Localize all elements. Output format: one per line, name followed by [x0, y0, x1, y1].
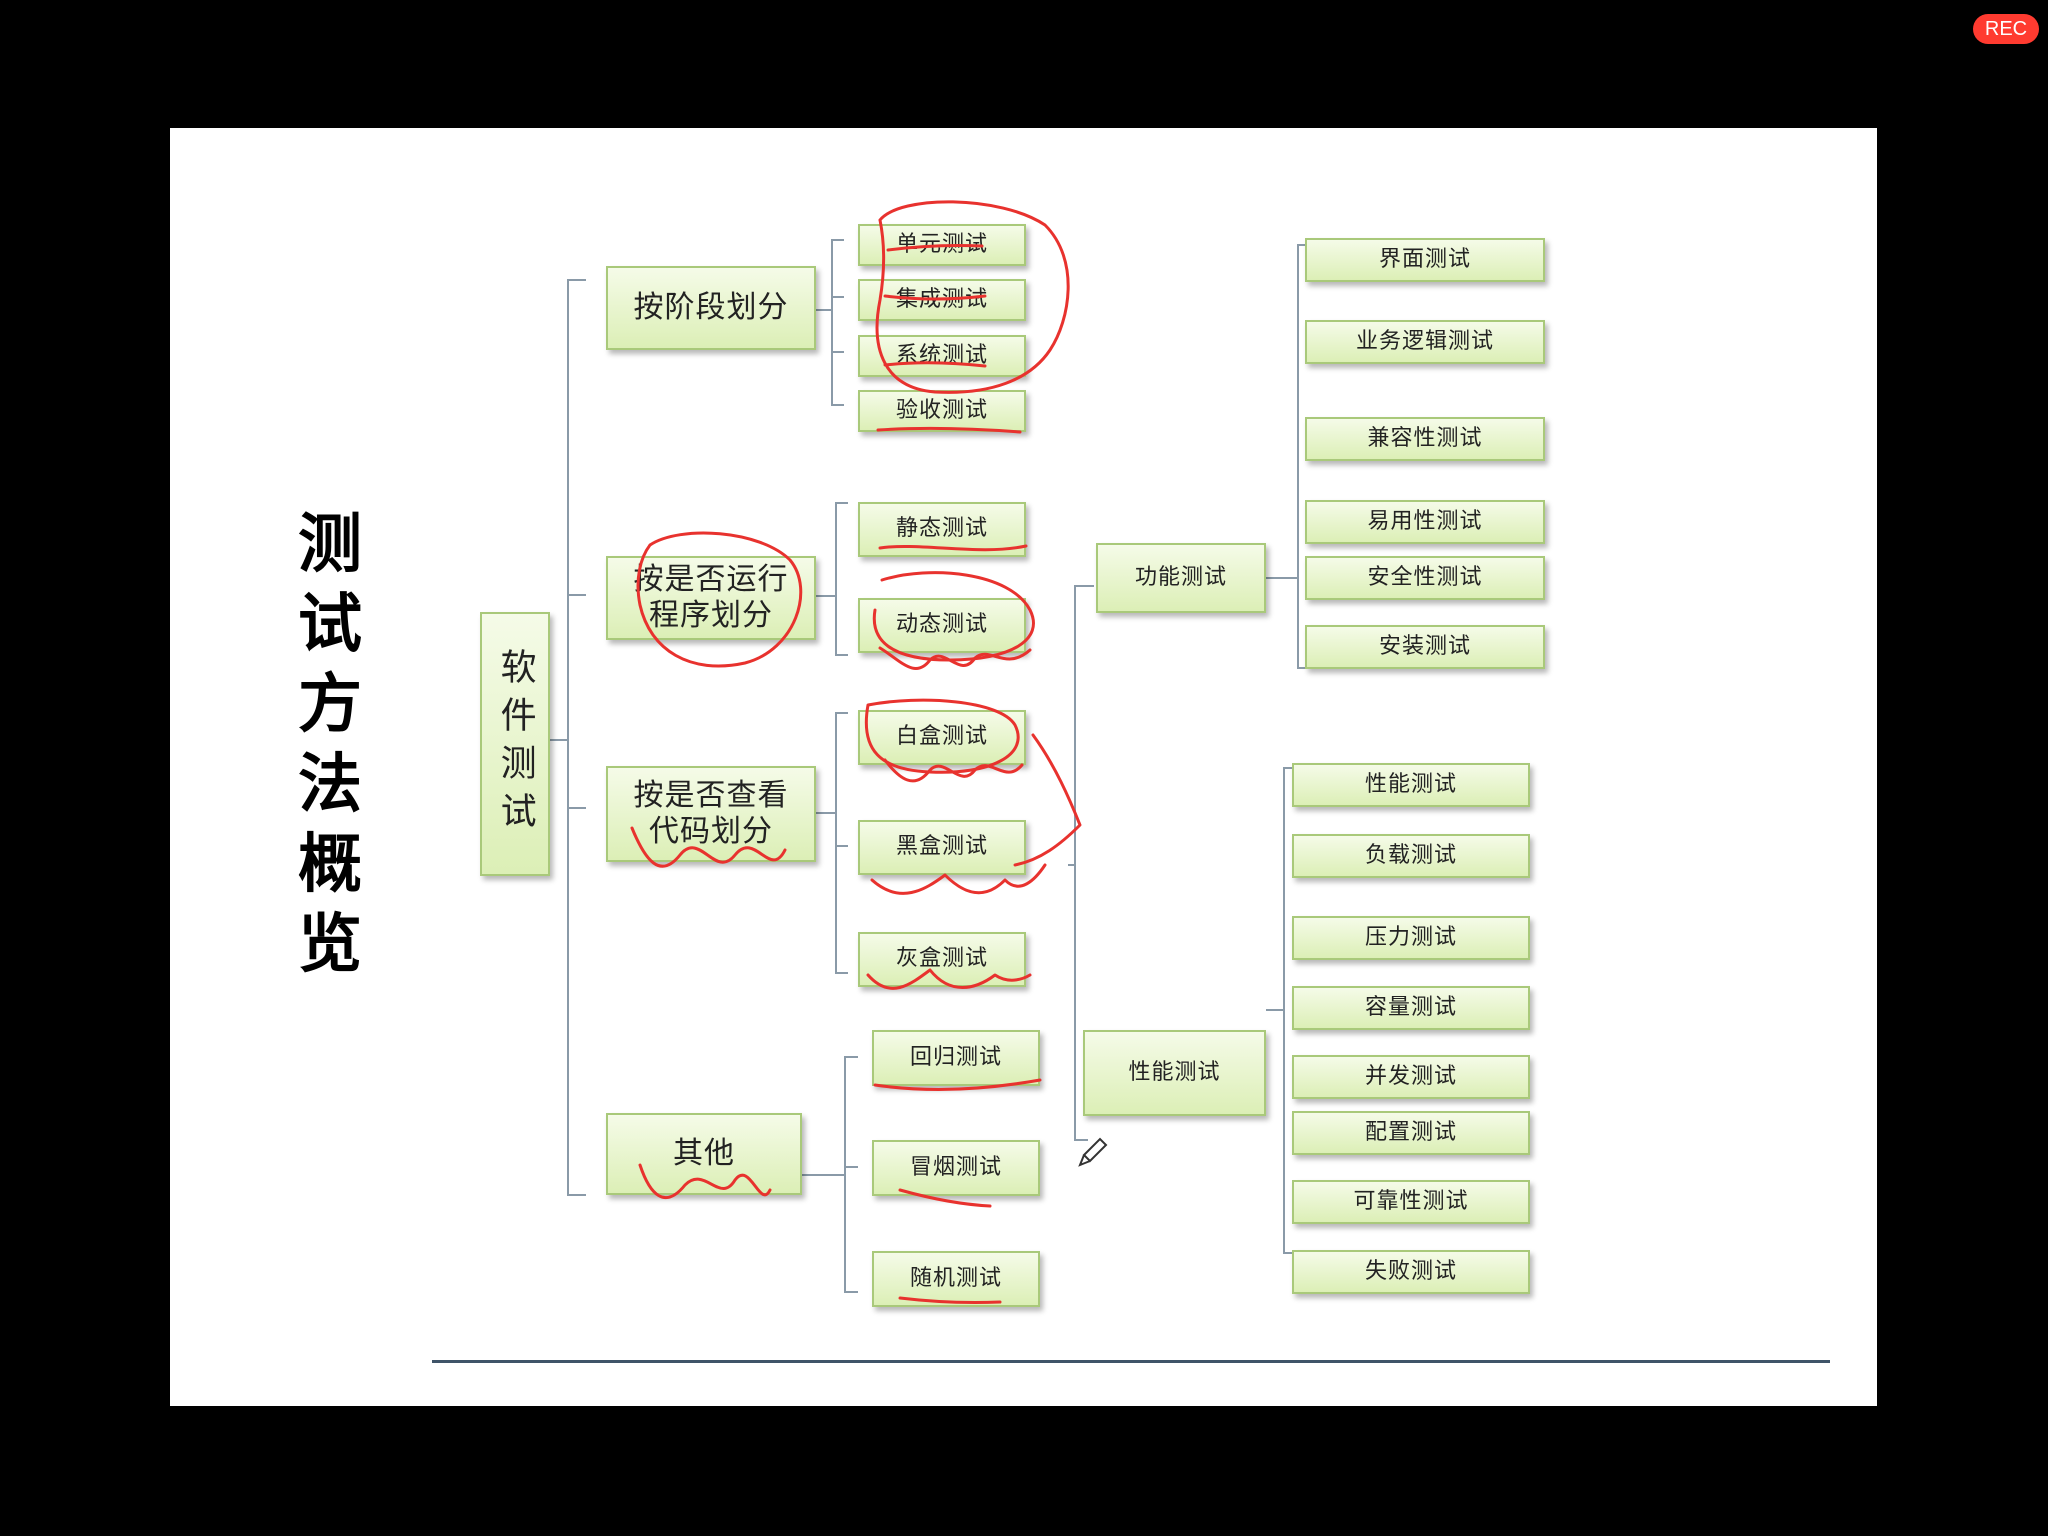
title-char: 法	[298, 748, 362, 822]
node-performance-test: 性能测试	[1083, 1030, 1266, 1116]
node-label: 集成测试	[895, 286, 988, 312]
node-label: 失败测试	[1364, 1258, 1457, 1284]
node-label: 界面测试	[1378, 246, 1471, 272]
node-label: 静态测试	[895, 516, 988, 542]
node-label: 随机测试	[909, 1265, 1002, 1291]
recording-badge: REC	[1973, 14, 2039, 44]
node-static-test: 静态测试	[858, 502, 1026, 557]
node-label: 安全性测试	[1367, 564, 1483, 590]
node-label: 并发测试	[1364, 1063, 1457, 1089]
node-configuration-test: 配置测试	[1292, 1111, 1530, 1155]
node-label: 业务逻辑测试	[1355, 328, 1494, 354]
node-dynamic-test: 动态测试	[858, 598, 1026, 653]
node-label: 性能测试	[1364, 771, 1457, 797]
node-label: 性能测试	[1128, 1059, 1221, 1085]
node-concurrency-test: 并发测试	[1292, 1055, 1530, 1099]
slide-title: 测 试 方 法 概 览	[290, 505, 370, 985]
node-label: 回归测试	[909, 1044, 1002, 1070]
node-label: 灰盒测试	[895, 946, 988, 972]
node-label: 容量测试	[1364, 994, 1457, 1020]
node-load-test: 负载测试	[1292, 834, 1530, 878]
node-label: 配置测试	[1364, 1119, 1457, 1145]
group-other-label: 其他	[673, 1136, 735, 1171]
node-label: 安装测试	[1378, 633, 1471, 659]
group-run-label-1: 按是否运行	[633, 562, 789, 597]
node-root-software-testing: 软件测试	[480, 612, 550, 876]
node-reliability-test: 可靠性测试	[1292, 1180, 1530, 1224]
node-graybox-test: 灰盒测试	[858, 932, 1026, 987]
title-char: 览	[298, 908, 362, 982]
node-business-logic-test: 业务逻辑测试	[1305, 320, 1545, 364]
node-capacity-test: 容量测试	[1292, 986, 1530, 1030]
group-run-label-2: 程序划分	[649, 598, 773, 633]
title-char: 概	[298, 828, 362, 902]
node-security-test: 安全性测试	[1305, 556, 1545, 600]
node-label: 兼容性测试	[1367, 425, 1483, 451]
node-group-stage: 按阶段划分	[606, 266, 816, 350]
node-regression-test: 回归测试	[872, 1030, 1040, 1086]
node-perf-test: 性能测试	[1292, 763, 1530, 807]
node-label: 易用性测试	[1367, 508, 1483, 534]
node-label: 负载测试	[1364, 842, 1457, 868]
title-char: 方	[298, 668, 362, 742]
node-label: 可靠性测试	[1353, 1188, 1469, 1214]
title-char: 测	[298, 508, 362, 582]
group-code-label-2: 代码划分	[649, 814, 773, 849]
node-stress-test: 压力测试	[1292, 916, 1530, 960]
node-label: 黑盒测试	[895, 834, 988, 860]
node-ui-test: 界面测试	[1305, 238, 1545, 282]
node-acceptance-test: 验收测试	[858, 390, 1026, 432]
node-smoke-test: 冒烟测试	[872, 1140, 1040, 1196]
node-functional-test: 功能测试	[1096, 543, 1266, 613]
node-system-test: 系统测试	[858, 335, 1026, 377]
node-group-run: 按是否运行 程序划分	[606, 556, 816, 640]
node-compatibility-test: 兼容性测试	[1305, 417, 1545, 461]
node-label: 单元测试	[895, 231, 988, 257]
node-installation-test: 安装测试	[1305, 625, 1545, 669]
node-group-other: 其他	[606, 1113, 802, 1195]
group-stage-label: 按阶段划分	[633, 290, 789, 325]
node-label: 冒烟测试	[909, 1154, 1002, 1180]
node-failure-test: 失败测试	[1292, 1250, 1530, 1294]
node-unit-test: 单元测试	[858, 224, 1026, 266]
node-label: 功能测试	[1134, 564, 1227, 590]
node-blackbox-test: 黑盒测试	[858, 820, 1026, 875]
node-random-test: 随机测试	[872, 1251, 1040, 1307]
slide-footer-rule	[432, 1360, 1830, 1363]
node-label: 白盒测试	[895, 724, 988, 750]
node-label: 验收测试	[895, 397, 988, 423]
node-integration-test: 集成测试	[858, 279, 1026, 321]
node-group-code: 按是否查看 代码划分	[606, 766, 816, 862]
node-label: 系统测试	[895, 342, 988, 368]
title-char: 试	[298, 588, 362, 662]
node-label: 动态测试	[895, 612, 988, 638]
node-whitebox-test: 白盒测试	[858, 710, 1026, 765]
node-usability-test: 易用性测试	[1305, 500, 1545, 544]
node-label: 压力测试	[1364, 924, 1457, 950]
root-label: 软件测试	[494, 648, 536, 840]
group-code-label-1: 按是否查看	[633, 778, 789, 813]
